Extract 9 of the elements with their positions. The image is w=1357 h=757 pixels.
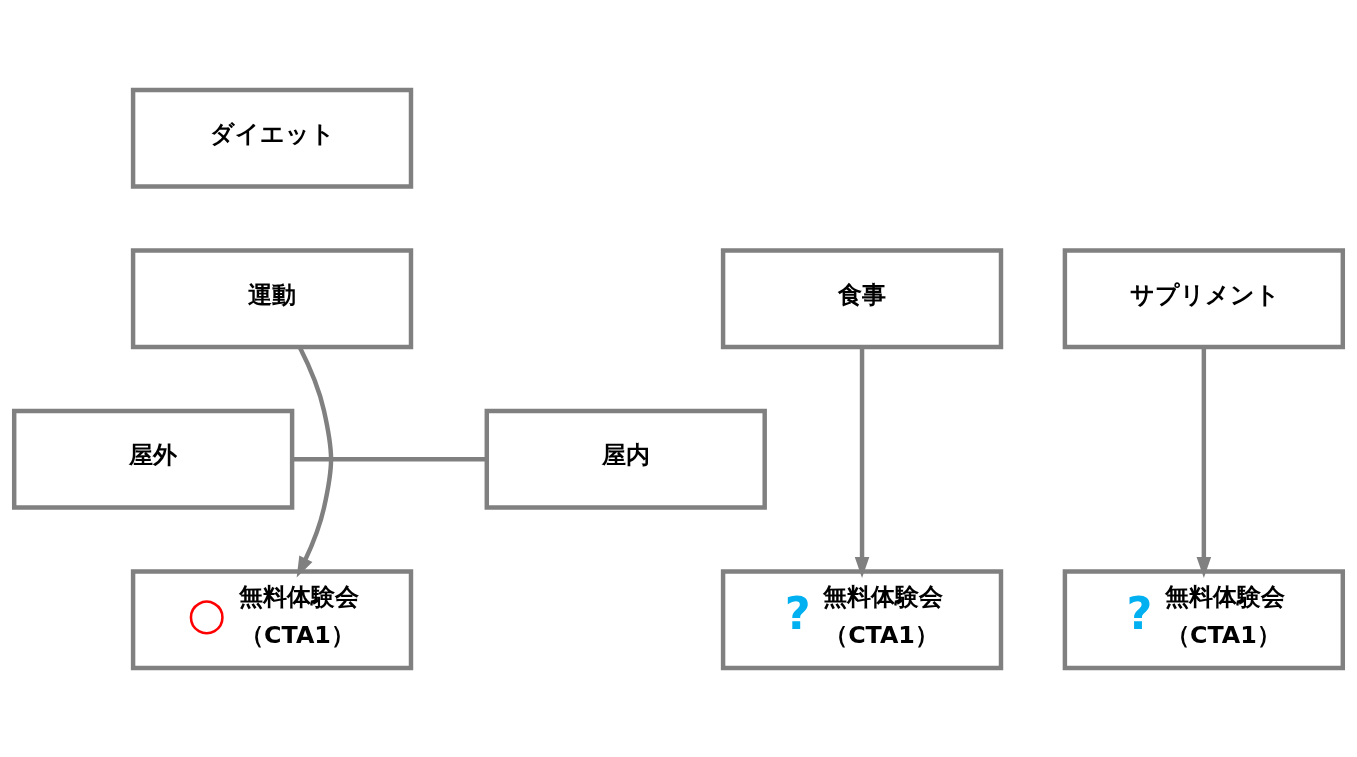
node-box: 運動: [130, 247, 414, 349]
node-box: 屋外: [11, 408, 295, 510]
node-box: サプリメント: [1062, 247, 1346, 349]
arrow: [854, 346, 870, 578]
node-box: 食事: [720, 247, 1004, 349]
connector: [292, 456, 487, 461]
node-box: ダイエット: [130, 87, 414, 189]
node-box: 屋内: [484, 408, 767, 510]
arrow: [1196, 346, 1212, 578]
